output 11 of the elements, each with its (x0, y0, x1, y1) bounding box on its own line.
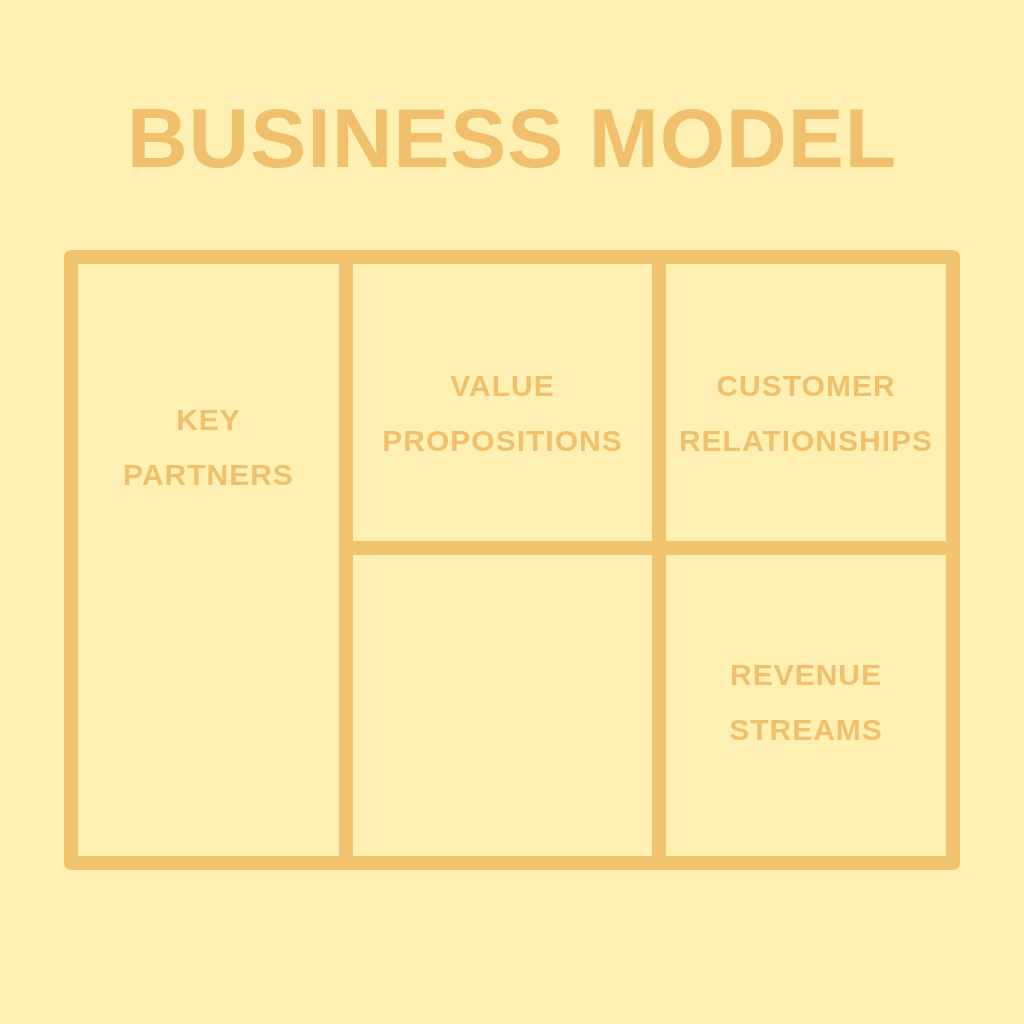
cell-label: KEY PARTNERS (122, 402, 295, 493)
grid-cell (659, 257, 953, 548)
grid-cell (71, 257, 346, 863)
cell-label: CUSTOMER RELATIONSHIPS (677, 368, 935, 459)
cell-label: VALUE PROPOSITIONS (381, 368, 624, 459)
diagram-title: BUSINESS MODEL (125, 96, 899, 180)
grid-cell (346, 548, 659, 863)
grid-cell (346, 257, 659, 548)
cell-label: REVENUE STREAMS (728, 657, 884, 748)
canvas-frame (64, 250, 960, 870)
grid-cell (659, 548, 953, 863)
